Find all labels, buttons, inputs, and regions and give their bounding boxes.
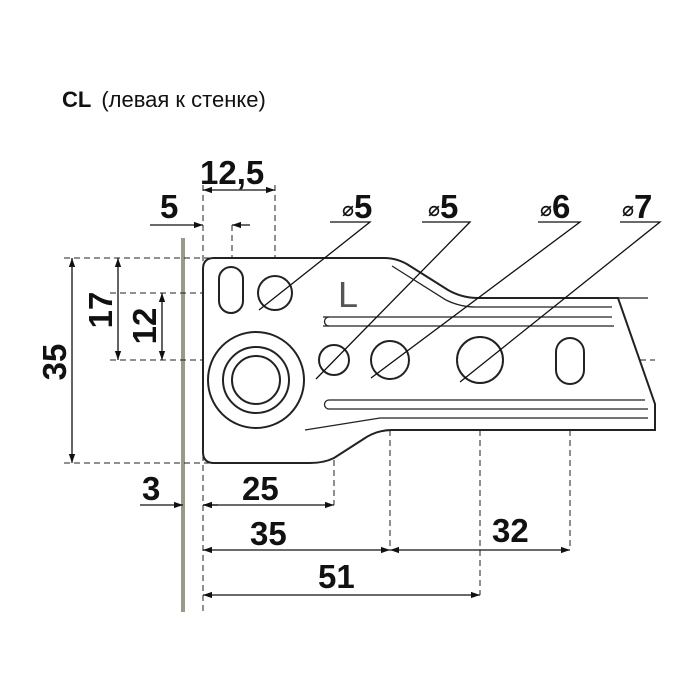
dimension-35-vertical: 35	[36, 258, 76, 463]
main-pivot-core	[231, 355, 281, 405]
diameter-label-4: ⌀7	[622, 188, 652, 225]
title-subtitle: (левая к стенке)	[101, 87, 265, 112]
dimension-35-horizontal: 35	[203, 515, 390, 554]
dim-label-5: 5	[160, 188, 178, 225]
dimension-12-vertical: 12	[126, 293, 166, 360]
dimension-32: 32	[390, 512, 570, 554]
dim-label-12-vertical: 12	[126, 308, 163, 345]
dimension-51: 51	[203, 558, 480, 599]
dim-label-17-vertical: 17	[82, 292, 119, 329]
diameter-labels: ⌀5 ⌀5 ⌀6 ⌀7	[342, 188, 652, 225]
slot-hole-vertical	[218, 266, 244, 314]
dim-label-12-5: 12,5	[200, 154, 264, 191]
hole-d7	[456, 336, 504, 384]
dimension-25: 25	[203, 470, 334, 509]
dimension-5: 5	[150, 188, 250, 229]
rail-bracket	[202, 257, 656, 464]
dim-label-35-horizontal: 35	[250, 515, 287, 552]
dimension-17-vertical: 17	[82, 258, 122, 360]
drawing-title: CL (левая к стенке)	[62, 87, 266, 112]
title-code: CL	[62, 87, 91, 112]
dim-label-51: 51	[318, 558, 355, 595]
dimension-3: 3	[140, 470, 218, 509]
dimension-12-5: 12,5	[200, 154, 275, 194]
diameter-label-1: ⌀5	[342, 188, 372, 225]
hole-d6	[370, 340, 410, 380]
hole-d5-upper	[257, 275, 293, 311]
dim-label-32: 32	[492, 512, 529, 549]
diameter-label-2: ⌀5	[428, 188, 458, 225]
diameter-leaders	[258, 221, 662, 383]
side-mark: L	[338, 274, 358, 315]
dim-label-35-vertical: 35	[36, 344, 73, 381]
slot-hole-right	[555, 337, 585, 385]
diameter-label-3: ⌀6	[540, 188, 570, 225]
dim-label-3: 3	[142, 470, 160, 507]
dim-label-25: 25	[242, 470, 279, 507]
